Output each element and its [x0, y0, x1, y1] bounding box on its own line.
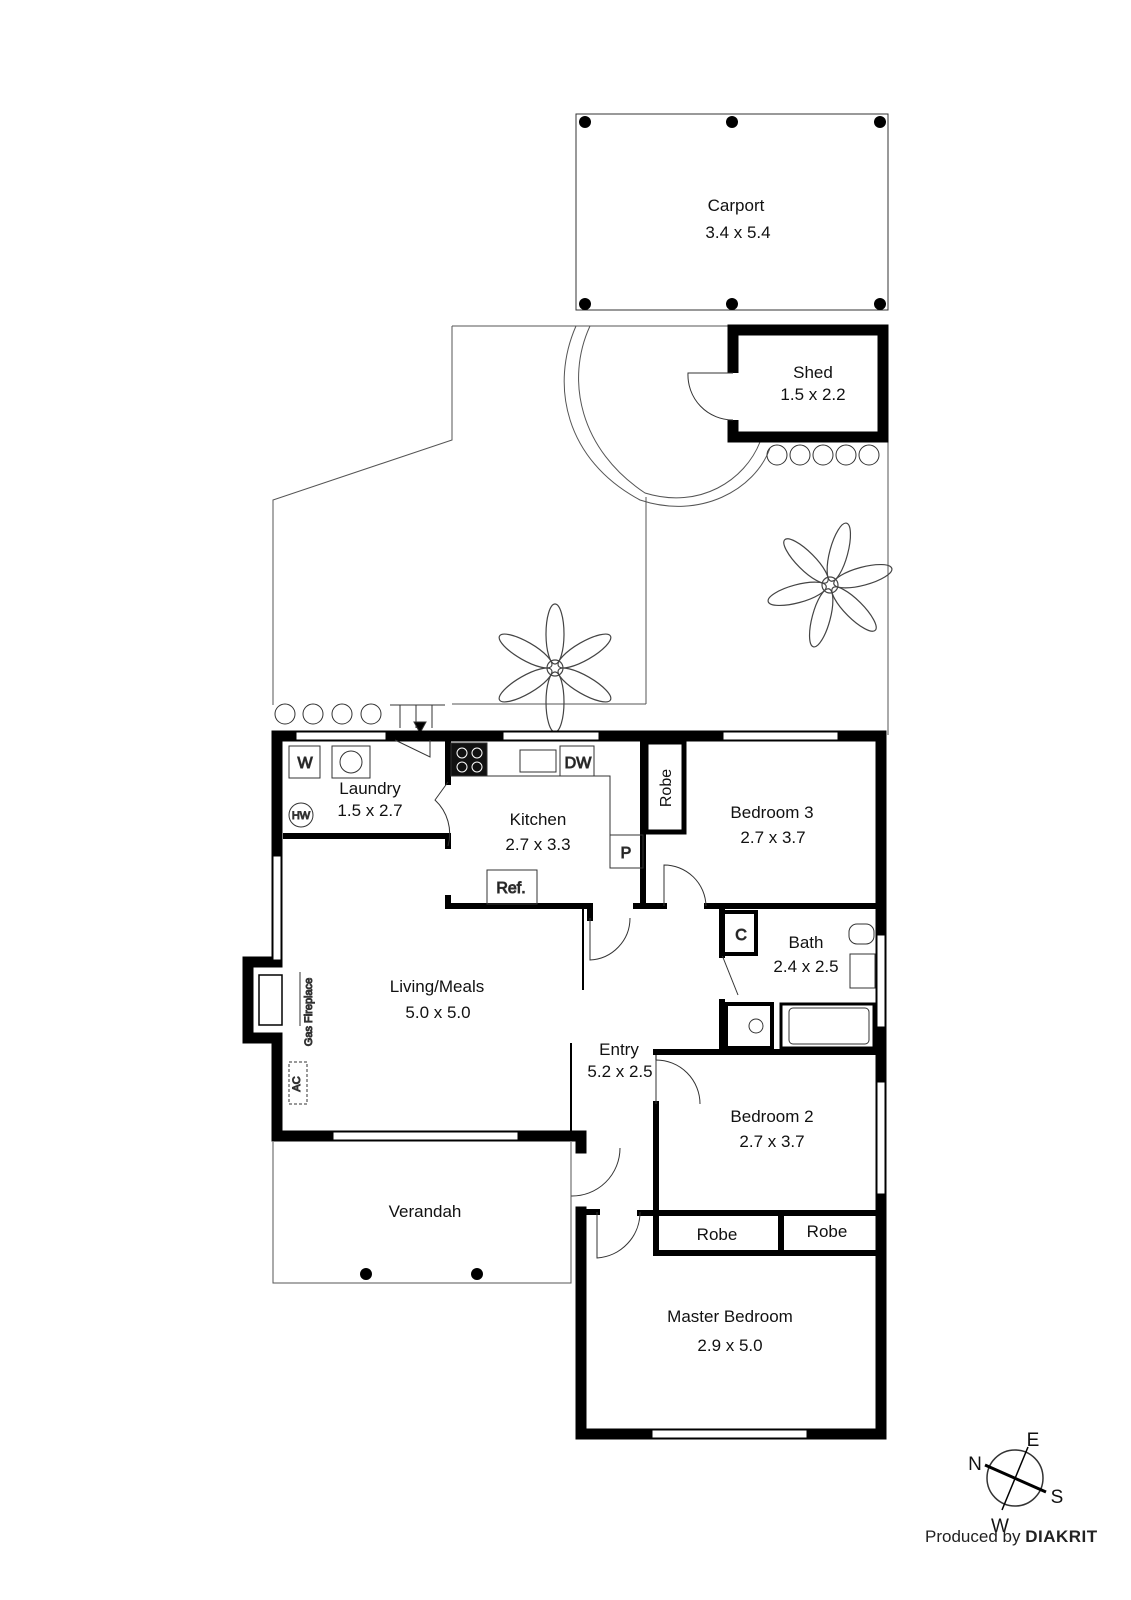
bedroom2-size: 2.7 x 3.7 [739, 1132, 804, 1151]
bath-fixtures: C [721, 910, 876, 1050]
kitchen-label: Kitchen [510, 810, 567, 829]
doors [394, 739, 739, 1259]
laundry-size: 1.5 x 2.7 [337, 801, 402, 820]
master-label: Master Bedroom [667, 1307, 793, 1326]
verandah-label: Verandah [389, 1202, 462, 1221]
compass: N E S W [968, 1430, 1063, 1537]
carport-size: 3.4 x 5.4 [705, 223, 770, 242]
compass-e: E [1027, 1430, 1040, 1451]
shrubs-top [274, 444, 880, 725]
producer-credit: Produced by DIAKRIT [925, 1527, 1098, 1547]
steps [390, 704, 445, 735]
laundry-fixtures: W HW [288, 745, 371, 828]
bedroom3-label: Bedroom 3 [730, 803, 813, 822]
credit-prefix: Produced by [925, 1527, 1021, 1546]
living-fixtures: Gas Fireplace AC [288, 972, 316, 1105]
compass-w: W [991, 1516, 1009, 1537]
shed-size: 1.5 x 2.2 [780, 385, 845, 404]
bath-size: 2.4 x 2.5 [773, 957, 838, 976]
fireplace-label: Gas Fireplace [303, 978, 315, 1046]
cupboard-label: C [735, 927, 747, 944]
laundry-label: Laundry [339, 779, 401, 798]
bedroom2-label: Bedroom 2 [730, 1107, 813, 1126]
washer-label: W [297, 755, 313, 772]
palm-tree [498, 603, 612, 733]
living-size: 5.0 x 5.0 [405, 1003, 470, 1022]
hot-water-label: HW [292, 810, 311, 822]
entry-label: Entry [599, 1040, 639, 1059]
ac-label: AC [291, 1076, 303, 1091]
bath-label: Bath [789, 933, 824, 952]
robe-bed3-label: Robe [658, 769, 675, 807]
fridge-label: Ref. [496, 880, 525, 897]
robe-bed2-right-label: Robe [807, 1222, 848, 1241]
living-label: Living/Meals [390, 977, 485, 996]
carport-label: Carport [708, 196, 765, 215]
bedroom3-size: 2.7 x 3.7 [740, 828, 805, 847]
verandah: Verandah [272, 1142, 572, 1284]
kitchen-size: 2.7 x 3.3 [505, 835, 570, 854]
compass-n: N [968, 1454, 982, 1475]
carport: Carport 3.4 x 5.4 [575, 113, 889, 311]
compass-s: S [1051, 1487, 1064, 1508]
robe-bed2-left-label: Robe [697, 1225, 738, 1244]
entry-size: 5.2 x 2.5 [587, 1062, 652, 1081]
credit-brand: DIAKRIT [1025, 1527, 1098, 1546]
palm-tree [767, 522, 893, 648]
shed-label: Shed [793, 363, 833, 382]
dishwasher-label: DW [565, 755, 593, 772]
pantry-label: P [621, 845, 632, 862]
shed: Shed 1.5 x 2.2 [687, 324, 889, 443]
bedroom3-robe: Robe [643, 739, 687, 835]
windows [272, 731, 886, 1439]
kitchen-fixtures: DW P Ref. [450, 742, 644, 905]
master-size: 2.9 x 5.0 [697, 1336, 762, 1355]
